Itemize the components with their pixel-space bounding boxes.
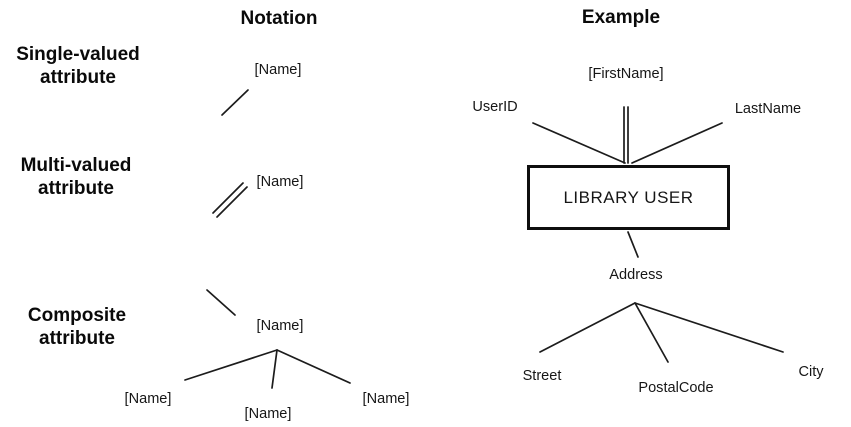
multi-attribute-line-1 xyxy=(212,182,244,214)
multi-valued-label-line2: attribute xyxy=(38,178,114,199)
address-stub-line xyxy=(627,231,639,258)
postalcode-branch-line xyxy=(634,302,669,363)
street-branch-line xyxy=(539,302,636,353)
composite-stub-line xyxy=(206,289,236,316)
multi-valued-attribute-label: Multi-valued attribute xyxy=(21,154,132,200)
single-attribute-line xyxy=(221,89,249,116)
lastname-attribute-label: LastName xyxy=(734,100,802,117)
multi-attribute-line-2 xyxy=(216,186,248,218)
composite-left-branch xyxy=(184,349,278,381)
composite-parent-name-placeholder: [Name] xyxy=(256,317,304,334)
userid-connector-line xyxy=(532,122,626,164)
postalcode-attribute-label: PostalCode xyxy=(638,379,714,396)
example-column-header: Example xyxy=(581,7,661,28)
composite-child-middle-placeholder: [Name] xyxy=(244,405,292,422)
composite-attribute-label: Composite attribute xyxy=(28,304,126,350)
city-attribute-label: City xyxy=(798,363,824,380)
userid-attribute-label: UserID xyxy=(472,98,518,115)
composite-label-line2: attribute xyxy=(39,328,115,349)
street-attribute-label: Street xyxy=(522,367,562,384)
composite-label-line1: Composite xyxy=(27,305,127,326)
entity-name-label: LIBRARY USER xyxy=(563,187,694,207)
multi-attribute-name-placeholder: [Name] xyxy=(256,173,304,190)
lastname-connector-line xyxy=(631,122,723,164)
single-valued-label-line1: Single-valued xyxy=(16,44,140,65)
composite-right-branch xyxy=(276,349,351,384)
city-branch-line xyxy=(634,302,784,353)
address-attribute-label: Address xyxy=(609,266,663,283)
notation-column-header: Notation xyxy=(240,8,318,29)
library-user-entity-box: LIBRARY USER xyxy=(527,165,730,230)
composite-middle-branch xyxy=(271,349,278,389)
single-attribute-name-placeholder: [Name] xyxy=(254,61,302,78)
single-valued-attribute-label: Single-valued attribute xyxy=(16,43,140,89)
composite-child-left-placeholder: [Name] xyxy=(124,390,172,407)
firstname-attribute-label: [FirstName] xyxy=(588,65,664,82)
multi-valued-label-line1: Multi-valued xyxy=(20,155,132,176)
single-valued-label-line2: attribute xyxy=(40,67,116,88)
composite-child-right-placeholder: [Name] xyxy=(362,390,410,407)
